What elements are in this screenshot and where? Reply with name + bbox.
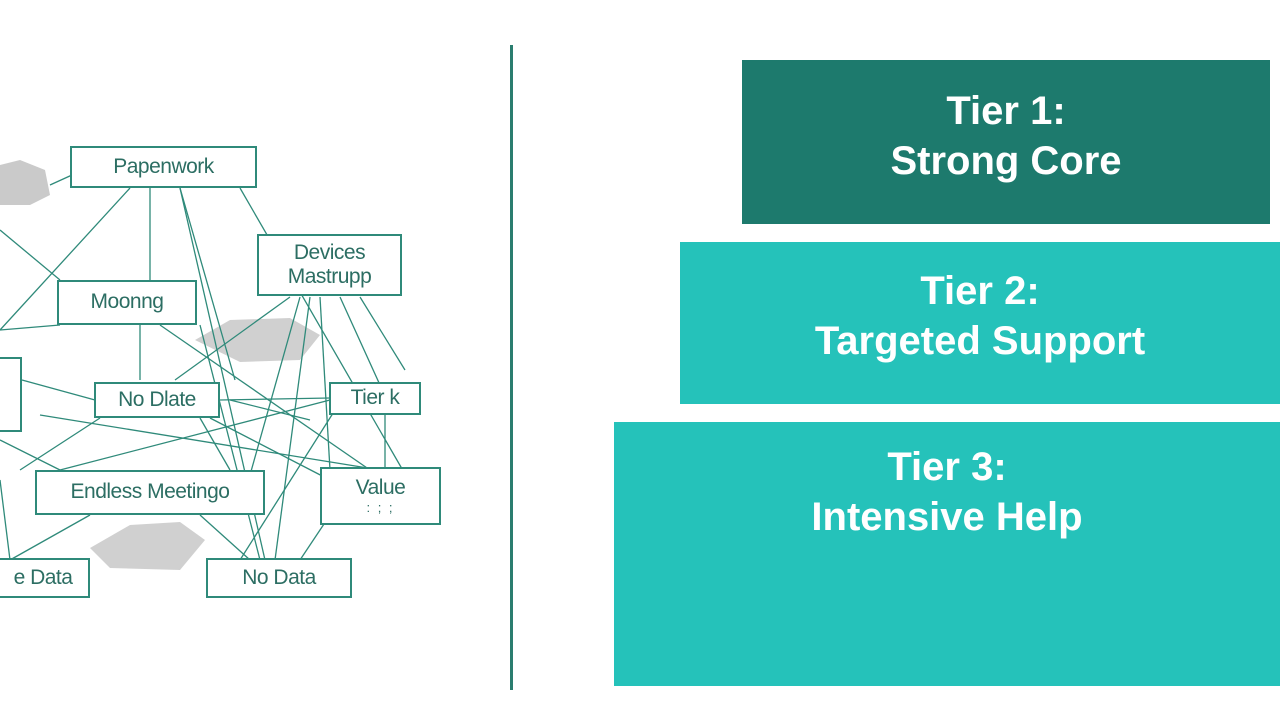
connector-line — [0, 479, 11, 561]
connector-line — [199, 324, 261, 561]
divider-line — [510, 45, 513, 690]
connector-line — [359, 296, 406, 371]
no-data-left-label: e Data — [13, 565, 73, 589]
tier-2-subtitle: Targeted Support — [814, 319, 1146, 363]
connector-line — [199, 514, 251, 561]
devices-box: Devices Mastrupp — [257, 234, 402, 296]
tier-2-block: Tier 2: Targeted Support — [680, 242, 1280, 404]
connector-line — [21, 379, 96, 401]
no-data-left-box: e Data — [0, 558, 90, 598]
partial-left-box — [0, 357, 22, 432]
tier-3-title: Tier 3: — [887, 445, 1007, 489]
connector-line — [49, 174, 73, 186]
connector-line — [19, 417, 101, 471]
connector-line — [249, 296, 301, 476]
mooring-box: Moonng — [57, 280, 197, 325]
connector-line — [174, 296, 291, 381]
connector-line — [39, 414, 381, 471]
devices-label-line2: Mastrupp — [287, 265, 372, 288]
shadow-blob — [90, 522, 205, 570]
tier-1-block: Tier 1: Strong Core — [742, 60, 1270, 224]
connector-line — [239, 409, 336, 561]
paperwork-label: Papenwork — [113, 154, 214, 178]
devices-label-line1: Devices — [293, 240, 366, 264]
value-label-line1: Value — [355, 476, 406, 500]
tier-3-block: Tier 3: Intensive Help — [614, 422, 1280, 686]
connector-line — [229, 399, 311, 421]
no-data-bottom-box: No Data — [206, 558, 352, 598]
connector-line — [0, 187, 131, 331]
connector-line — [199, 417, 231, 471]
shadow-blob — [0, 160, 50, 205]
shadow-blob — [195, 318, 320, 362]
connector-line — [159, 324, 371, 471]
mooring-label: Moonng — [90, 290, 164, 314]
connector-line — [0, 324, 61, 331]
endless-meetings-label: Endless Meetingo — [70, 480, 230, 504]
connector-line — [209, 417, 331, 481]
tier-1-title: Tier 1: — [946, 89, 1066, 133]
connector-line — [9, 514, 91, 561]
value-box: Value : ; ; — [320, 467, 441, 525]
connector-line — [274, 296, 311, 561]
connector-line — [339, 296, 381, 386]
connector-line — [59, 399, 331, 471]
no-data-mid-label: No Dlate — [118, 387, 196, 411]
connector-line — [219, 397, 331, 401]
tier-3-subtitle: Intensive Help — [811, 495, 1083, 539]
no-data-mid-box: No Dlate — [94, 382, 220, 418]
endless-meetings-box: Endless Meetingo — [35, 470, 265, 515]
connector-line — [179, 187, 236, 381]
tier-k-box: Tier k — [329, 382, 421, 415]
no-data-bottom-label: No Data — [242, 565, 316, 589]
connector-line — [0, 439, 61, 471]
tier-1-subtitle: Strong Core — [890, 139, 1122, 183]
tier-2-title: Tier 2: — [920, 269, 1040, 313]
tier-k-label: Tier k — [350, 386, 400, 410]
paperwork-box: Papenwork — [70, 146, 257, 188]
connector-line — [0, 229, 61, 281]
value-label-line2: : ; ; — [366, 499, 395, 515]
